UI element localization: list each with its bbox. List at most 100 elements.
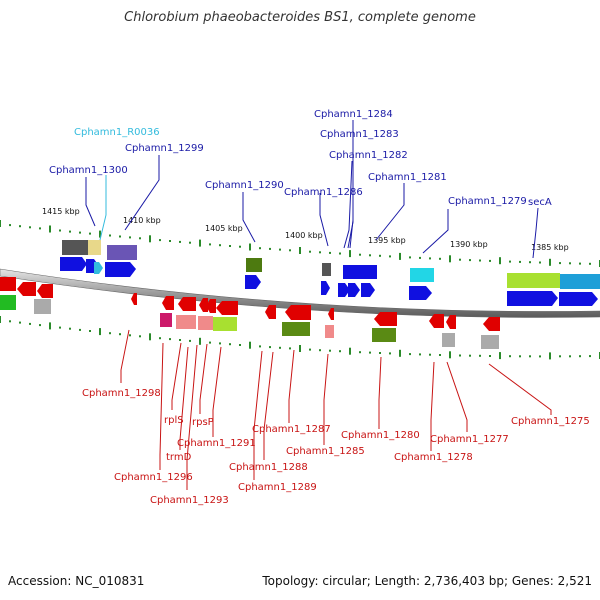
scale-minor-tick bbox=[489, 259, 491, 262]
gene-label-bottom[interactable]: Cphamn1_1298 bbox=[82, 388, 161, 399]
gene-arrow-forward[interactable] bbox=[105, 262, 136, 277]
scale-minor-tick bbox=[19, 225, 21, 228]
scale-minor-tick bbox=[69, 327, 71, 330]
scale-major-tick bbox=[299, 247, 301, 254]
gene-label-top[interactable]: Cphamn1_1290 bbox=[205, 180, 284, 191]
gene-arrow-forward[interactable] bbox=[409, 286, 432, 300]
gene-label-bottom[interactable]: rpsP bbox=[192, 417, 214, 428]
gene-label-bottom[interactable]: Cphamn1_1289 bbox=[238, 482, 317, 493]
scale-minor-tick bbox=[59, 326, 61, 329]
feature-box[interactable] bbox=[372, 328, 396, 342]
gene-label-bottom[interactable]: rplS bbox=[164, 415, 184, 426]
gene-arrow-forward[interactable] bbox=[338, 283, 350, 297]
gene-arrow-reverse[interactable] bbox=[483, 317, 500, 331]
gene-arrow-forward[interactable] bbox=[361, 283, 375, 297]
gene-arrow-forward[interactable] bbox=[94, 262, 103, 274]
top-label-connectors bbox=[85, 120, 539, 259]
gene-arrow-forward[interactable] bbox=[507, 291, 558, 306]
gene-label-bottom[interactable]: trmD bbox=[166, 452, 192, 463]
feature-box[interactable] bbox=[442, 333, 455, 347]
reverse-genes bbox=[0, 277, 500, 331]
gene-arrow-forward[interactable] bbox=[348, 283, 360, 297]
feature-box[interactable] bbox=[507, 273, 560, 288]
feature-box[interactable] bbox=[322, 263, 331, 276]
gene-label-top[interactable]: Cphamn1_1279 bbox=[448, 196, 527, 207]
scale-minor-tick bbox=[159, 337, 161, 340]
gene-label-bottom[interactable]: Cphamn1_1287 bbox=[252, 424, 331, 435]
gene-label-top[interactable]: Cphamn1_1284 bbox=[314, 109, 393, 120]
feature-box[interactable] bbox=[325, 325, 334, 338]
gene-arrow-reverse[interactable] bbox=[37, 284, 53, 298]
scale-minor-tick bbox=[359, 253, 361, 256]
gene-arrow-reverse[interactable] bbox=[162, 296, 174, 310]
feature-box[interactable] bbox=[107, 245, 137, 260]
gene-arrow-reverse[interactable] bbox=[328, 308, 334, 320]
gene-arrow-forward[interactable] bbox=[321, 281, 330, 295]
scale-major-tick bbox=[349, 347, 351, 355]
feature-box[interactable] bbox=[88, 240, 101, 255]
feature-box[interactable] bbox=[198, 316, 213, 330]
gene-arrow-reverse[interactable] bbox=[374, 312, 397, 326]
gene-arrow-reverse[interactable] bbox=[429, 314, 444, 328]
scale-minor-tick bbox=[509, 355, 511, 358]
gene-label-bottom[interactable]: Cphamn1_1293 bbox=[150, 495, 229, 506]
gene-label-top[interactable]: secA bbox=[528, 197, 552, 208]
feature-box[interactable] bbox=[560, 274, 600, 289]
feature-box[interactable] bbox=[34, 299, 51, 314]
gene-label-top[interactable]: Cphamn1_1283 bbox=[320, 129, 399, 140]
gene-label-bottom[interactable]: Cphamn1_1296 bbox=[114, 472, 193, 483]
scale-minor-tick bbox=[489, 355, 491, 357]
gene-label-top[interactable]: Cphamn1_1300 bbox=[49, 165, 128, 176]
gene-label-top[interactable]: Cphamn1_R0036 bbox=[74, 127, 160, 138]
gene-arrow-reverse[interactable] bbox=[206, 299, 216, 313]
gene-label-top[interactable]: Cphamn1_1281 bbox=[368, 172, 447, 183]
lower-feature-boxes bbox=[0, 295, 499, 349]
scale-minor-tick bbox=[19, 321, 21, 324]
forward-genes bbox=[60, 257, 598, 306]
gene-arrow-forward[interactable] bbox=[343, 265, 377, 279]
feature-box[interactable] bbox=[176, 315, 196, 329]
scale-major-tick bbox=[499, 352, 501, 360]
gene-arrow-reverse[interactable] bbox=[131, 293, 137, 305]
scale-minor-tick bbox=[529, 261, 531, 264]
gene-arrow-reverse[interactable] bbox=[0, 277, 16, 291]
feature-box[interactable] bbox=[160, 313, 172, 327]
gene-arrow-forward[interactable] bbox=[60, 257, 87, 271]
scale-minor-tick bbox=[389, 352, 391, 355]
gene-arrow-reverse[interactable] bbox=[285, 305, 311, 320]
gene-label-top[interactable]: Cphamn1_1282 bbox=[329, 150, 408, 161]
scale-minor-tick bbox=[559, 355, 561, 358]
scale-minor-tick bbox=[579, 355, 581, 358]
gene-arrow-reverse[interactable] bbox=[178, 297, 196, 311]
genome-summary-text: Topology: circular; Length: 2,736,403 bp… bbox=[262, 574, 592, 588]
feature-box[interactable] bbox=[410, 268, 434, 282]
feature-box[interactable] bbox=[213, 317, 237, 331]
scale-minor-tick bbox=[189, 339, 191, 342]
gene-label-bottom[interactable]: Cphamn1_1285 bbox=[286, 446, 365, 457]
gene-arrow-reverse[interactable] bbox=[199, 298, 208, 312]
feature-box[interactable] bbox=[62, 240, 88, 255]
gene-label-bottom[interactable]: Cphamn1_1277 bbox=[430, 434, 509, 445]
scale-major-tick bbox=[349, 250, 351, 258]
gene-label-bottom[interactable]: Cphamn1_1291 bbox=[177, 438, 256, 449]
gene-label-bottom[interactable]: Cphamn1_1278 bbox=[394, 452, 473, 463]
feature-box[interactable] bbox=[0, 295, 16, 310]
feature-box[interactable] bbox=[282, 322, 310, 336]
gene-label-bottom[interactable]: Cphamn1_1280 bbox=[341, 430, 420, 441]
feature-box[interactable] bbox=[481, 335, 499, 349]
scale-minor-tick bbox=[419, 256, 421, 259]
gene-arrow-reverse[interactable] bbox=[17, 282, 36, 296]
scale-minor-tick bbox=[139, 237, 141, 240]
gene-label-bottom[interactable]: Cphamn1_1275 bbox=[511, 416, 590, 427]
gene-label-bottom[interactable]: Cphamn1_1288 bbox=[229, 462, 308, 473]
feature-box[interactable] bbox=[246, 258, 262, 272]
scale-label-1390: 1390 kbp bbox=[450, 240, 488, 249]
gene-arrow-forward[interactable] bbox=[559, 292, 598, 306]
gene-label-top[interactable]: Cphamn1_1286 bbox=[284, 187, 363, 198]
gene-arrow-reverse[interactable] bbox=[265, 305, 276, 319]
gene-arrow-reverse[interactable] bbox=[216, 301, 238, 315]
gene-label-top[interactable]: Cphamn1_1299 bbox=[125, 143, 204, 154]
gene-arrow-forward[interactable] bbox=[245, 275, 261, 289]
gene-arrow-reverse[interactable] bbox=[446, 315, 456, 329]
